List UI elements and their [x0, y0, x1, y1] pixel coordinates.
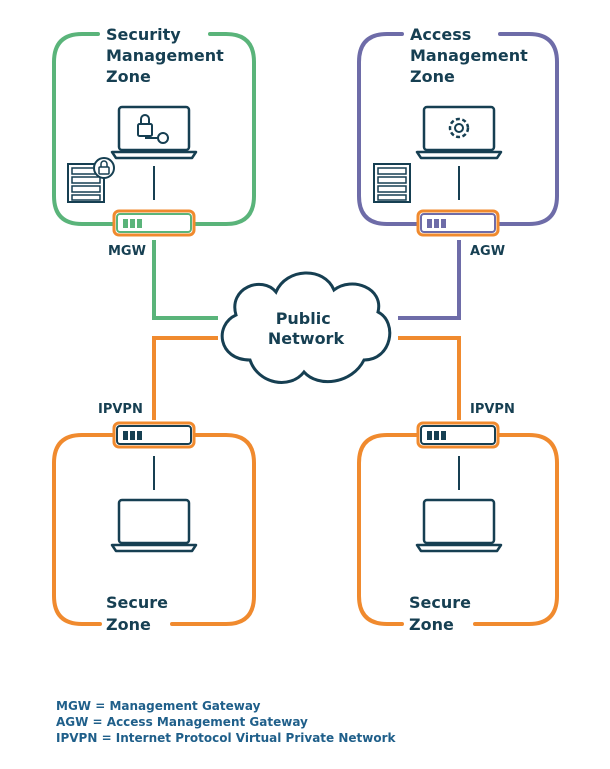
ipvpn-right-label: IPVPN	[470, 402, 515, 417]
legend-item-ipvpn: IPVPN = Internet Protocol Virtual Privat…	[56, 731, 396, 745]
secure-zone-left-border	[52, 433, 256, 626]
security-zone-border	[52, 32, 256, 226]
access-zone-border	[357, 32, 559, 226]
cloud-label: Public Network	[268, 309, 345, 348]
ipvpn-left-link	[152, 336, 218, 420]
agw-gateway	[416, 209, 500, 237]
ipvpn-left-label: IPVPN	[98, 402, 143, 417]
lock-icon	[93, 157, 115, 179]
secure-zone-left-title: Secure Zone	[106, 593, 174, 634]
access-zone-title: Access Management Zone	[410, 25, 533, 86]
mgw-uplink	[152, 240, 218, 320]
agw-label: AGW	[470, 244, 505, 259]
laptop-icon	[110, 498, 198, 553]
secure-zone-right-border	[357, 433, 559, 626]
mgw-label: MGW	[108, 244, 146, 259]
laptop-gear-icon	[415, 105, 503, 160]
secure-zone-right-title: Secure Zone	[409, 593, 477, 634]
server-rack-icon	[373, 163, 411, 203]
legend-item-mgw: MGW = Management Gateway	[56, 699, 261, 713]
laptop-lock-icon	[110, 105, 198, 160]
cloud-icon	[220, 271, 392, 384]
laptop-icon	[415, 498, 503, 553]
ipvpn-right-link	[398, 336, 461, 420]
security-zone-title: Security Management Zone	[106, 25, 229, 86]
legend: MGW = Management Gateway AGW = Access Ma…	[56, 698, 396, 746]
legend-item-agw: AGW = Access Management Gateway	[56, 715, 308, 729]
mgw-gateway	[112, 209, 196, 237]
ipvpn-left-gateway	[112, 421, 196, 449]
agw-uplink	[398, 240, 461, 320]
ipvpn-right-gateway	[416, 421, 500, 449]
